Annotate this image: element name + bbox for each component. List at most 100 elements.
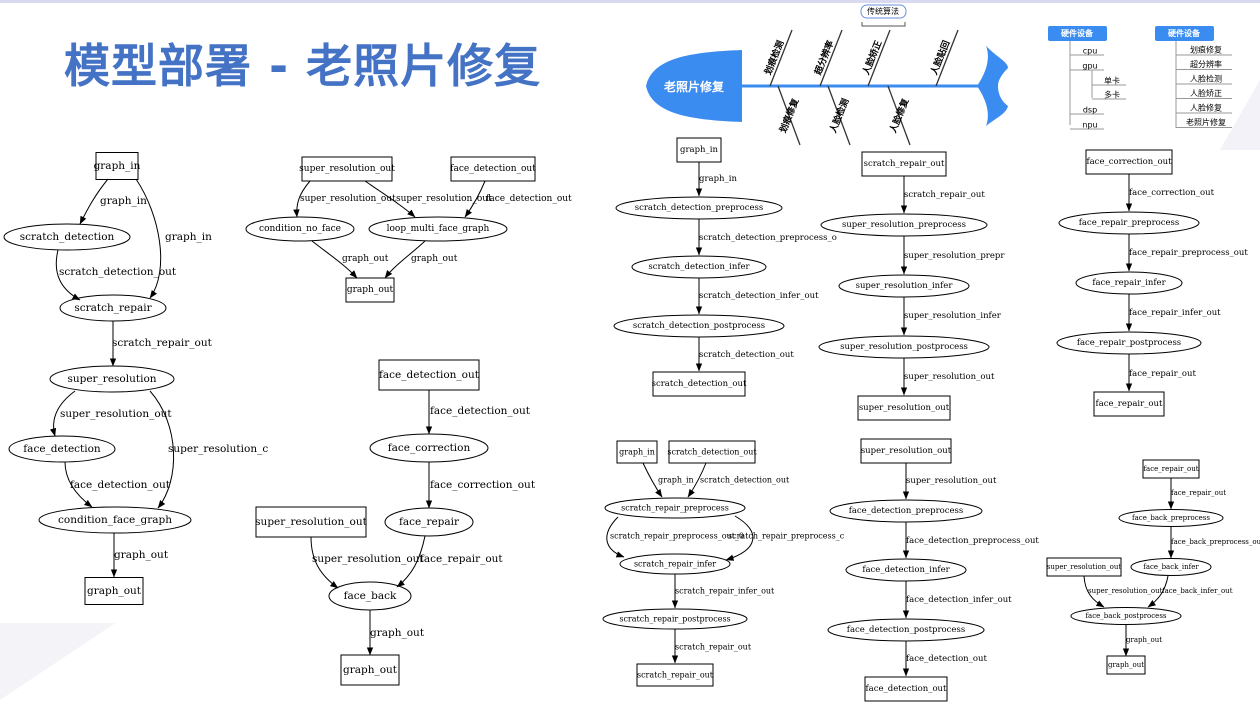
function-tree-item: 老照片修复 (1186, 117, 1226, 127)
graph-edge (135, 178, 162, 299)
node-condition-face-graph-label: condition_face_graph (58, 514, 172, 526)
node-face-back-postprocess (1070, 607, 1182, 625)
graph-edge-label: super_resolution_infer (904, 311, 1002, 321)
hardware-tree-root-label: 硬件设备 (1061, 28, 1094, 38)
node-face-detection-out (864, 676, 948, 702)
node-face-detection-postprocess-label: face_detection_postprocess (847, 625, 965, 635)
node-super-resolution-out-label: super_resolution_out (255, 516, 367, 528)
node-scratch-detection-out (668, 440, 756, 464)
fishbone-bone-upper (769, 29, 793, 87)
node-scratch-detection (3, 223, 131, 251)
graph-edge-label: graph_out (342, 254, 389, 264)
graph-edge-label: face_correction_out (1129, 188, 1215, 198)
node-scratch-detection-out-label: scratch_detection_out (667, 448, 757, 457)
graph-edge (725, 515, 754, 561)
graph-edge (464, 180, 486, 218)
node-scratch-repair-infer-label: scratch_repair_infer (634, 560, 716, 569)
node-graph-out-label: graph_out (347, 285, 394, 295)
graph-edge-label: super_resolution_c (168, 443, 268, 455)
node-face-detection-preprocess-label: face_detection_preprocess (849, 506, 964, 516)
graph-edge-label: face_back_preprocess_out (1171, 538, 1260, 546)
node-super-resolution-out-label: super_resolution_out (299, 164, 395, 174)
graph-edge-label: graph_in (658, 476, 694, 485)
fishbone-bone-lower (827, 85, 851, 146)
node-face-repair-label: face_repair (399, 516, 460, 528)
node-graph-in (95, 152, 139, 180)
graph-edge-label: graph_out (370, 627, 425, 639)
node-scratch-repair-preprocess-label: scratch_repair_preprocess (621, 504, 729, 513)
fishbone-bone-label: 人脸贴回 (927, 39, 952, 78)
graph-edge (687, 462, 707, 498)
node-face-back-infer (1130, 558, 1212, 576)
node-graph-in (676, 137, 722, 163)
node-condition-no-face-label: condition_no_face (259, 224, 341, 234)
graph-edge-label: scratch_repair_preprocess_c (728, 532, 845, 541)
node-scratch-detection-out-label: scratch_detection_out (652, 379, 747, 389)
node-condition-face-graph (38, 506, 192, 534)
fishbone-bone-label: 划痕修复 (777, 96, 802, 135)
fishbone-diagram: 老照片修复传统算法划痕检测超分辨率人脸矫正人脸贴回划痕修复人脸检测人脸修复 (646, 4, 1008, 146)
fishbone-bone-label: 人脸检测 (826, 97, 851, 136)
node-face-repair-preprocess-label: face_repair_preprocess (1079, 218, 1180, 228)
graph-edge-label: scratch_detection_out (699, 350, 794, 360)
node-super-resolution-out (857, 395, 951, 421)
graph-edge-label: super_resolution_out (60, 408, 172, 420)
node-loop-multi-face-graph-label: loop_multi_face_graph (387, 224, 490, 234)
fishbone-head (646, 50, 742, 122)
node-graph-out-label: graph_out (87, 585, 142, 597)
fishbone-tag (860, 4, 907, 19)
graph-edge (396, 535, 426, 588)
graph-edge-label: scratch_repair_infer_out (675, 587, 775, 596)
node-super-resolution-postprocess-label: super_resolution_postprocess (840, 342, 968, 352)
graph-edge (55, 249, 81, 301)
node-scratch-detection-out (652, 371, 746, 397)
graph-edge-label: graph_in (100, 195, 147, 207)
graph-edge-label: super_resolution_out (396, 194, 492, 204)
node-face-repair-out-label: face_repair_out (1143, 465, 1198, 473)
node-scratch-detection-label: scratch_detection (20, 231, 115, 243)
graph-edge-label: face_detection_out (70, 479, 171, 491)
node-super-resolution-preprocess-label: super_resolution_preprocess (842, 220, 966, 230)
hardware-tree-subitem: 单卡 (1104, 76, 1120, 86)
fishbone-head-label: 老照片修复 (664, 79, 725, 94)
node-face-correction-label: face_correction (388, 442, 471, 454)
node-graph-in (616, 440, 658, 464)
node-face-repair-postprocess-label: face_repair_postprocess (1077, 338, 1181, 348)
graph-edge (310, 536, 339, 589)
fishbone-bone-label: 划痕检测 (762, 39, 787, 77)
node-face-correction-out (1085, 149, 1173, 175)
graph-edge-label: super_resolution_out (906, 476, 997, 486)
fishbone-bone-lower (777, 85, 801, 146)
graph-edge-label: super_resolution_out (904, 372, 995, 382)
node-scratch-detection-infer-label: scratch_detection_infer (648, 262, 750, 272)
node-scratch-repair-out-label: scratch_repair_out (637, 671, 714, 680)
graph-edge (79, 178, 109, 225)
node-face-detection (8, 435, 116, 463)
node-super-resolution-infer-label: super_resolution_infer (856, 281, 954, 291)
node-face-correction-out-label: face_correction_out (1086, 157, 1172, 167)
node-face-back-label: face_back (344, 590, 397, 602)
node-graph-in-label: graph_in (94, 160, 141, 172)
node-scratch-repair-postprocess-label: scratch_repair_postprocess (619, 615, 730, 624)
fishbone-bone-label: 人脸修复 (886, 96, 911, 136)
node-face-back-infer-label: face_back_infer (1143, 563, 1199, 571)
function-tree-item: 划痕修复 (1190, 45, 1222, 55)
graph-edge-label: face_repair_infer_out (1129, 308, 1221, 318)
graph-edge (1147, 575, 1169, 608)
graph-edge (364, 180, 416, 218)
graph-edge (311, 240, 358, 279)
fishbone-bone-upper (935, 29, 959, 87)
graph-edge-label: graph_out (1126, 636, 1162, 644)
node-face-detection-infer-label: face_detection_infer (862, 565, 950, 575)
node-super-resolution-out-label: super_resolution_out (1047, 563, 1122, 571)
graph-edge-label: graph_out (411, 254, 458, 264)
node-super-resolution-out (860, 438, 952, 464)
hardware-tree-root (1048, 26, 1107, 41)
graph-edge-label: super_resolution_out (312, 553, 424, 565)
node-scratch-detection-postprocess-label: scratch_detection_postprocess (633, 321, 765, 331)
graph-edge (64, 461, 93, 508)
graph-edge (606, 516, 625, 558)
node-super-resolution-out (301, 156, 393, 182)
node-graph-out-label: graph_out (343, 664, 398, 676)
